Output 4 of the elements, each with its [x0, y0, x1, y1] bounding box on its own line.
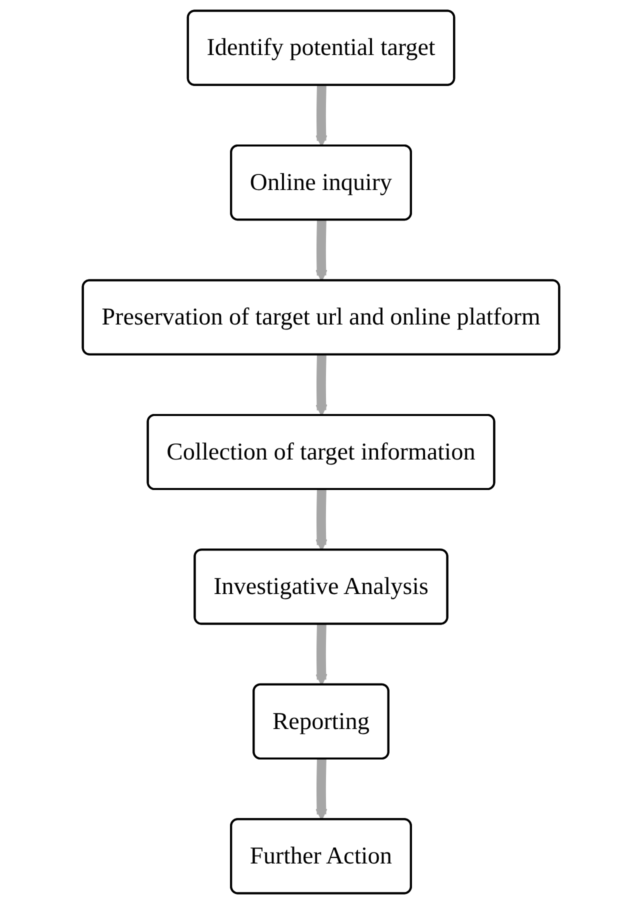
- arrow: [316, 759, 328, 820]
- arrow: [316, 220, 328, 282]
- arrow: [316, 490, 328, 551]
- arrow: [316, 85, 328, 147]
